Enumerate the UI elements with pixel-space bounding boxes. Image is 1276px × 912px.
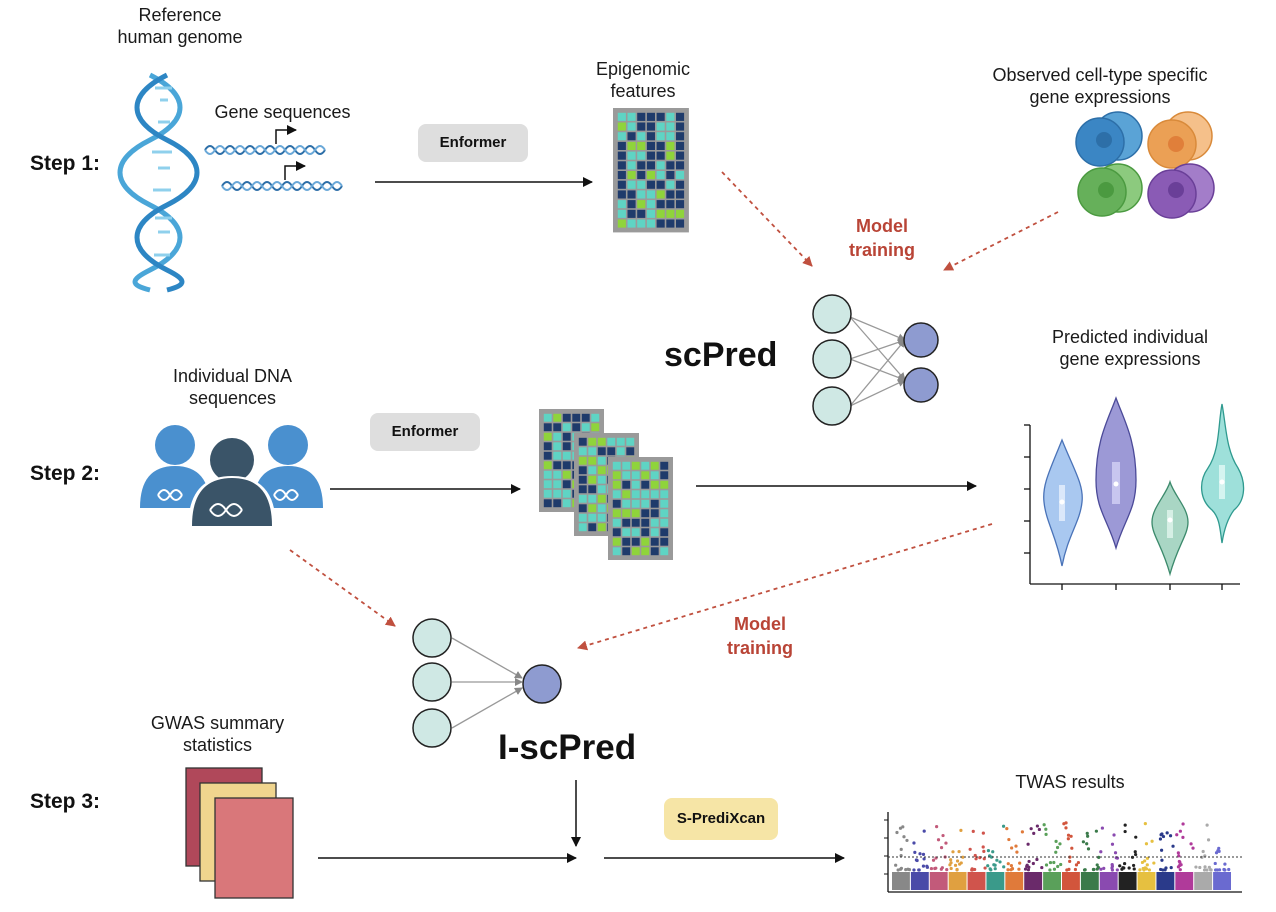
gwas-label: GWAS summary statistics xyxy=(130,712,305,756)
gene-sequence-icon xyxy=(204,125,343,191)
step2-label: Step 2: xyxy=(30,462,101,485)
observed-line1: Observed cell-type specific xyxy=(992,65,1208,85)
gwas-sheets-icon xyxy=(185,767,294,899)
reference-genome-line1: Reference xyxy=(138,5,222,25)
twas-results-label: TWAS results xyxy=(1015,772,1125,792)
reference-genome-label: Reference human genome xyxy=(90,4,270,48)
model-training-top-line1: Model xyxy=(856,216,908,236)
model-training-top: Model training xyxy=(832,214,932,262)
neural-network-icon-iscpred xyxy=(412,618,562,748)
dashed-arrow-epigenomic xyxy=(721,171,813,267)
violin-plot-icon xyxy=(1024,396,1245,590)
enformer-step1-box: Enformer xyxy=(418,124,528,162)
predicted-expressions-label: Predicted individual gene expressions xyxy=(1020,326,1240,370)
observed-expressions-label: Observed cell-type specific gene express… xyxy=(950,64,1250,108)
scpred-title: scPred xyxy=(664,336,778,374)
iscpred-title: I-scPred xyxy=(498,728,637,767)
spredixcan-box: S-PrediXcan xyxy=(664,798,778,840)
epigenomic-features-label: Epigenomic features xyxy=(568,58,718,102)
model-training-bottom-line2: training xyxy=(727,638,793,658)
step1-label: Step 1: xyxy=(30,152,101,175)
gene-sequences-label: Gene sequences xyxy=(214,102,351,122)
step3-label: Step 3: xyxy=(30,790,101,813)
model-training-top-line2: training xyxy=(849,240,915,260)
predicted-line2: gene expressions xyxy=(1059,349,1201,369)
people-dna-icon xyxy=(140,425,323,528)
gwas-line2: statistics xyxy=(182,735,252,755)
epigenomic-line2: features xyxy=(610,81,676,101)
epigenomic-grid-stack-icon xyxy=(539,409,673,560)
predicted-line1: Predicted individual xyxy=(1051,327,1209,347)
cell-cluster-icon xyxy=(1075,111,1215,219)
individual-dna-line1: Individual DNA xyxy=(172,366,293,386)
neural-network-icon xyxy=(812,294,939,426)
individual-dna-line2: sequences xyxy=(188,388,277,408)
epigenomic-line1: Epigenomic xyxy=(595,59,691,79)
dashed-arrow-people xyxy=(289,549,396,627)
enformer-step2-box: Enformer xyxy=(370,413,480,451)
dashed-arrow-violin xyxy=(577,523,993,651)
model-training-bottom: Model training xyxy=(710,612,810,660)
epigenomic-grid-icon xyxy=(613,108,689,233)
individual-dna-label: Individual DNA sequences xyxy=(140,365,325,409)
dashed-arrow-cells xyxy=(943,211,1059,271)
gwas-line1: GWAS summary xyxy=(150,713,285,733)
observed-line2: gene expressions xyxy=(1029,87,1171,107)
reference-genome-line2: human genome xyxy=(117,27,243,47)
model-training-bottom-line1: Model xyxy=(734,614,786,634)
manhattan-plot-icon xyxy=(884,812,1242,893)
dna-helix-icon xyxy=(117,72,200,293)
